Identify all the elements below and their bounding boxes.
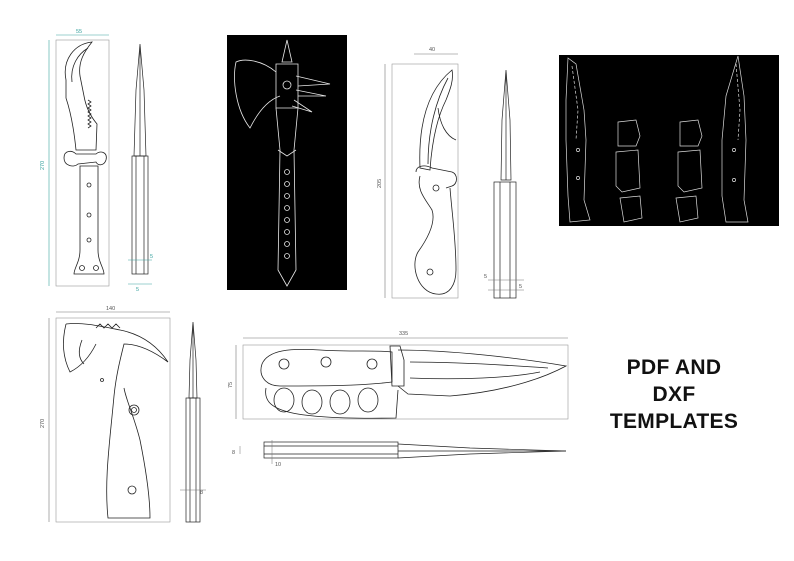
headline-line-2: DXF — [652, 383, 696, 406]
trench-side-dimension-a: 8 — [232, 450, 235, 456]
trench-height-dimension: 75 — [228, 382, 234, 388]
karambit-drawing — [384, 53, 459, 299]
tomahawk-side-dimension: 8 — [200, 490, 203, 496]
hawkbill-height-dimension: 270 — [40, 161, 46, 170]
karambit-side-dimension-a: 5 — [484, 274, 487, 280]
hawkbill-side-view — [128, 43, 152, 285]
trench-side-view — [239, 440, 567, 464]
karambit-height-dimension: 205 — [377, 179, 383, 188]
tomahawk-height-dimension: 270 — [40, 419, 46, 428]
tomahawk-width-dimension: 140 — [106, 306, 115, 312]
hawkbill-side-dimension-b: 5 — [136, 287, 139, 293]
hawkbill-width-dimension: 55 — [76, 29, 82, 35]
karambit-width-dimension: 40 — [429, 47, 435, 53]
tomahawk-side-view — [180, 321, 206, 523]
trench-knife-drawing — [235, 337, 569, 420]
trench-width-dimension: 335 — [399, 331, 408, 337]
hawkbill-knife-drawing — [48, 34, 110, 287]
karambit-side-view — [488, 69, 524, 299]
karambit-side-dimension-b: 5 — [519, 284, 522, 290]
headline-line-3: TEMPLATES — [609, 410, 739, 433]
trench-side-dimension-b: 10 — [275, 462, 281, 468]
headline-line-1: PDF AND — [626, 356, 722, 379]
tomahawk-drawing — [48, 311, 171, 523]
axe-dark-panel — [227, 35, 347, 290]
knife-parts-drawing — [565, 55, 749, 223]
hawkbill-side-dimension-a: 5 — [150, 254, 153, 260]
axe-drawing — [234, 39, 331, 287]
headline: PDF AND DXF TEMPLATES — [588, 354, 760, 435]
